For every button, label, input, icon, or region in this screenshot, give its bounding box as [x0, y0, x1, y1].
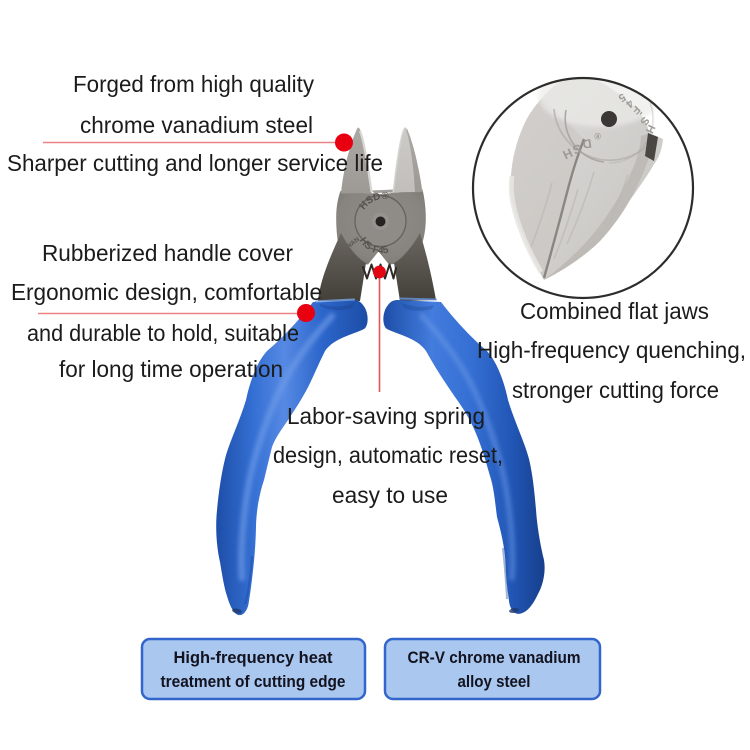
svg-text:chrome vanadium steel: chrome vanadium steel: [80, 112, 313, 138]
svg-text:Labor-saving spring: Labor-saving spring: [287, 403, 485, 429]
svg-text:Rubberized handle cover: Rubberized handle cover: [42, 240, 293, 266]
svg-text:alloy steel: alloy steel: [458, 673, 531, 691]
svg-text:Sharper cutting and longer ser: Sharper cutting and longer service life: [7, 150, 383, 176]
svg-text:High-frequency heat: High-frequency heat: [174, 649, 333, 667]
svg-text:High-frequency quenching,: High-frequency quenching,: [477, 337, 746, 363]
svg-text:®: ®: [594, 131, 601, 141]
svg-text:Forged from high quality: Forged from high quality: [73, 71, 314, 97]
svg-text:-: -: [635, 108, 647, 119]
svg-text:treatment of cutting edge: treatment of cutting edge: [161, 673, 346, 691]
svg-text:and durable to hold, suitable: and durable to hold, suitable: [27, 320, 299, 346]
svg-text:D: D: [582, 136, 593, 151]
svg-text:stronger cutting force: stronger cutting force: [512, 377, 719, 403]
svg-text:5: 5: [616, 90, 627, 103]
svg-text:S: S: [571, 141, 583, 157]
svg-text:CR-V chrome vanadium: CR-V chrome vanadium: [408, 649, 581, 667]
svg-text:for long time operation: for long time operation: [59, 356, 283, 382]
svg-text:easy to use: easy to use: [332, 482, 448, 508]
svg-text:design, automatic reset,: design, automatic reset,: [273, 442, 503, 468]
svg-text:Ergonomic design, comfortable: Ergonomic design, comfortable: [11, 279, 322, 305]
svg-text:Combined flat jaws: Combined flat jaws: [520, 298, 709, 324]
